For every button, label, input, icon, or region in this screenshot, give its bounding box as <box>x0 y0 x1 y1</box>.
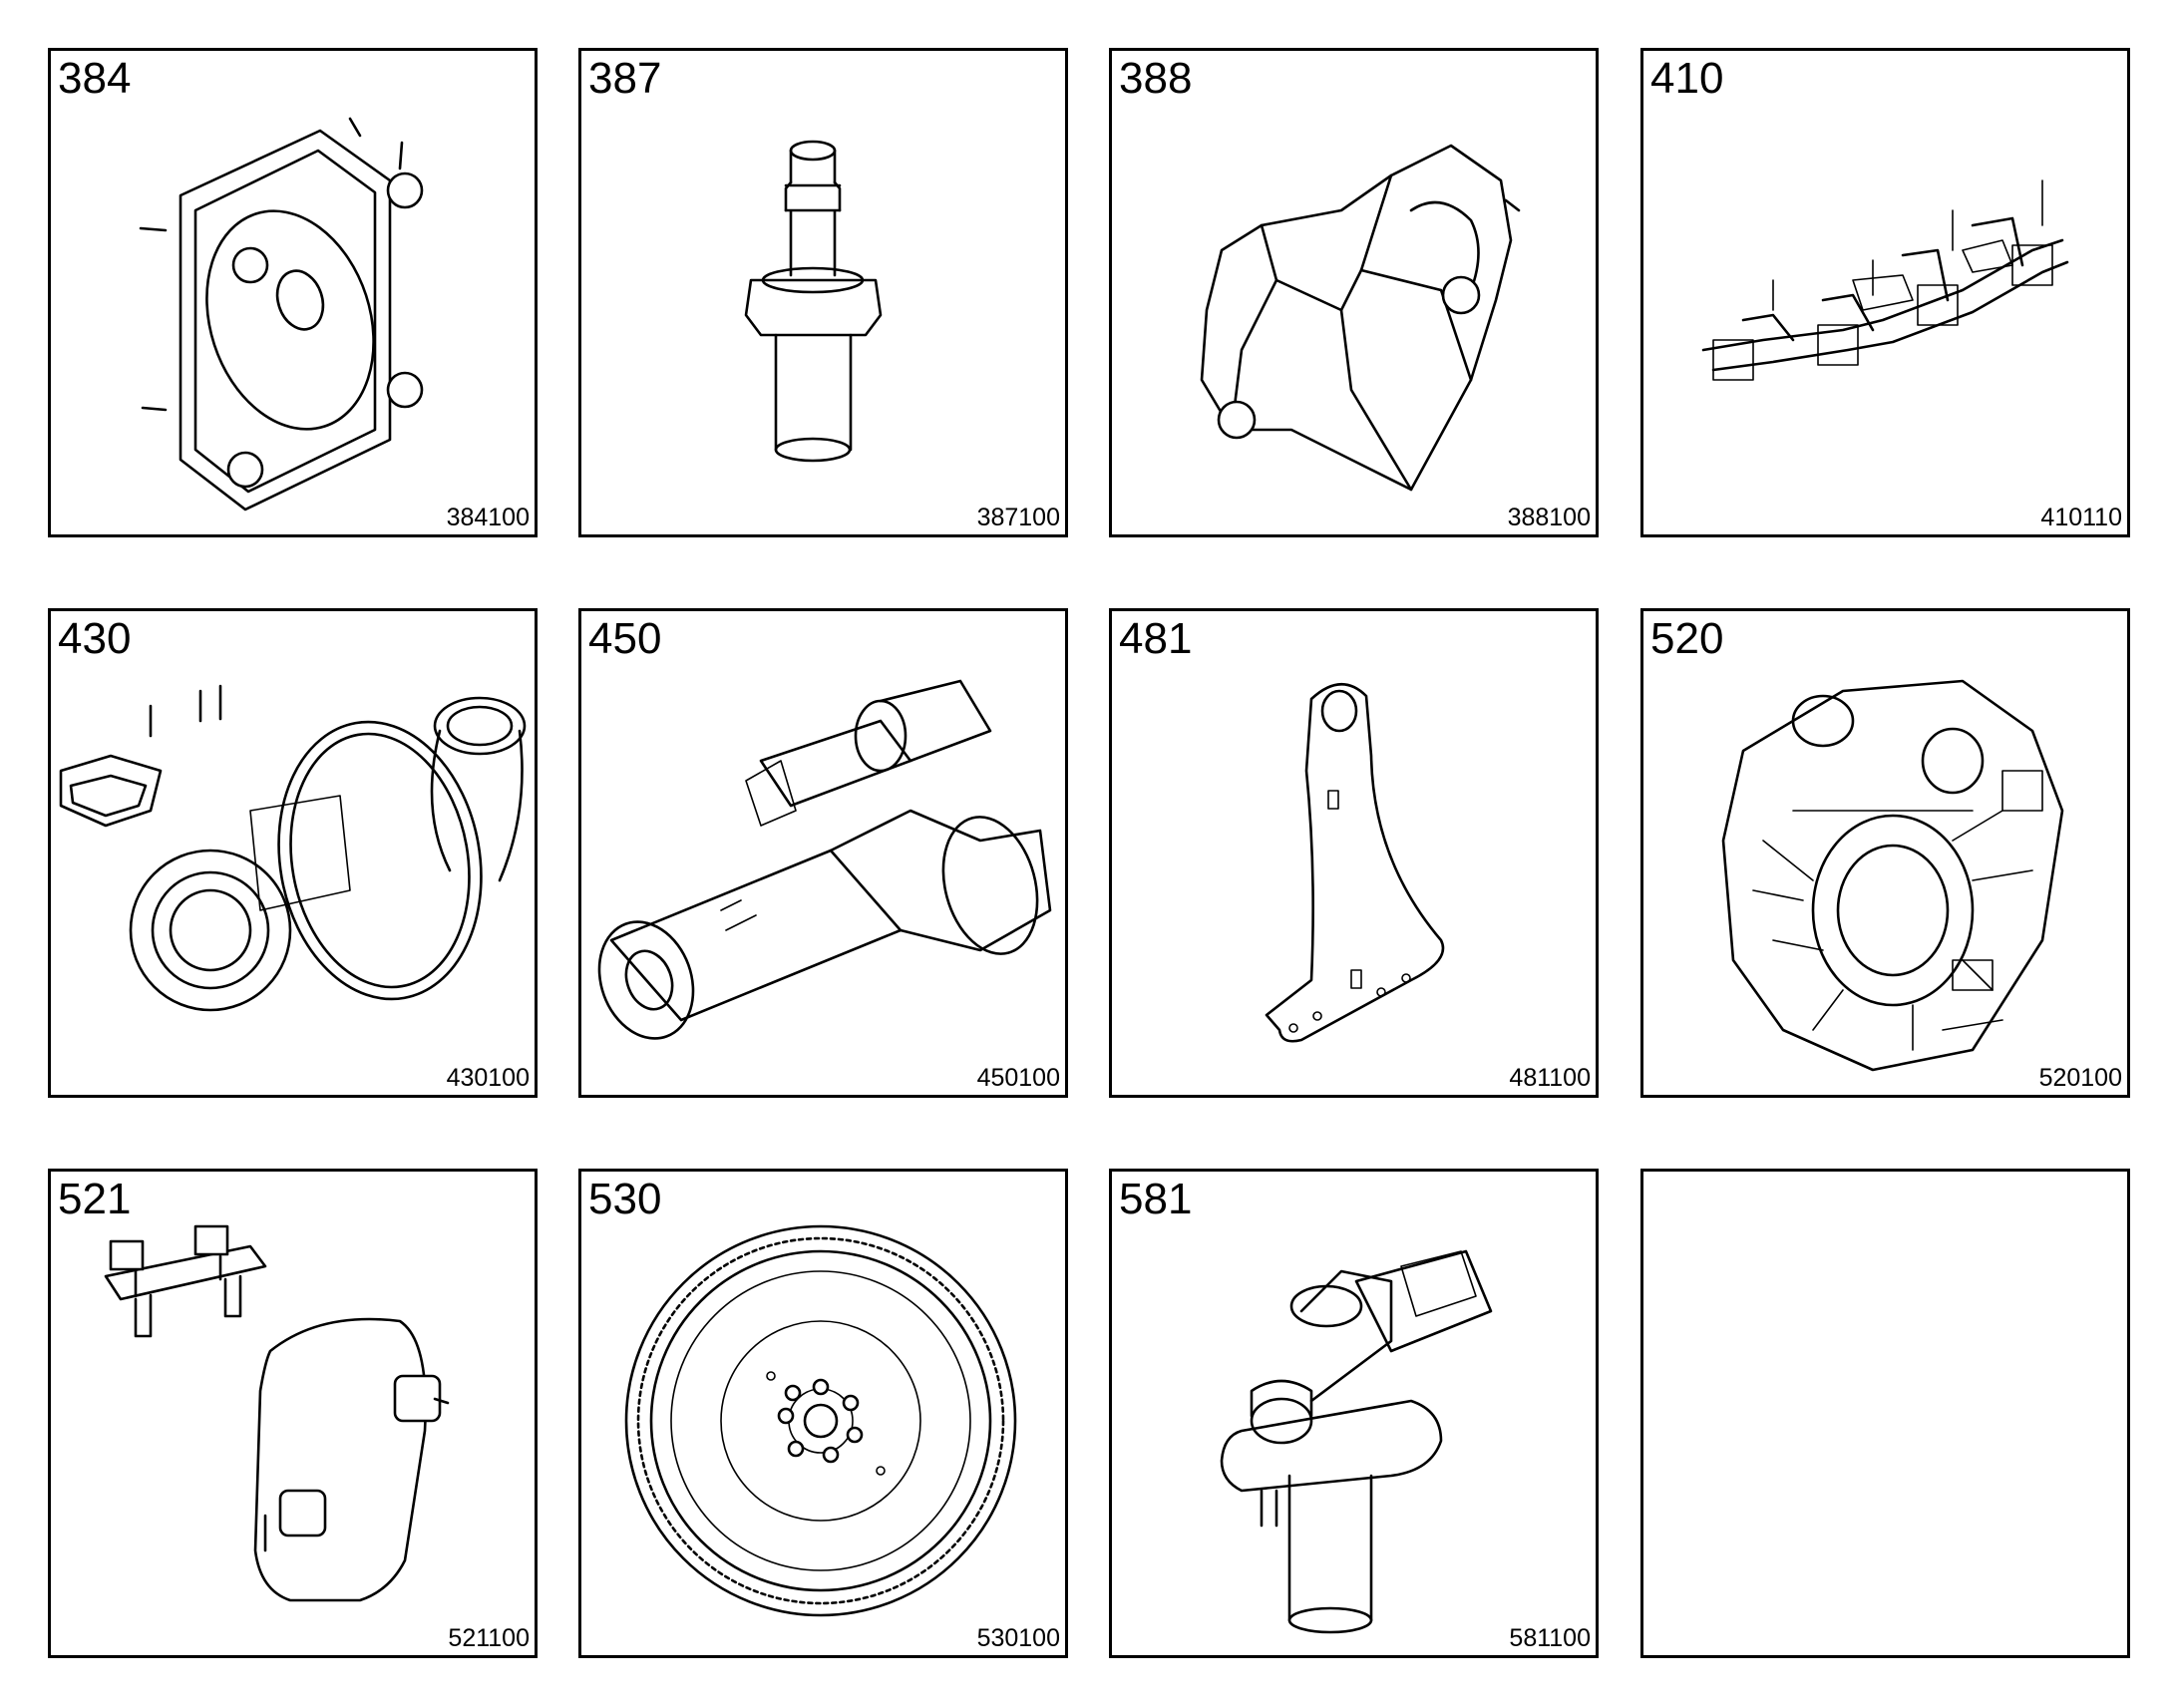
part-code: 521100 <box>448 1624 530 1652</box>
pump-housing-icon <box>1200 144 1521 492</box>
part-tile-581[interactable]: 581 581100 <box>1109 1169 1599 1658</box>
part-number: 410 <box>1650 54 1724 103</box>
part-code: 520100 <box>2038 1064 2122 1092</box>
part-code: 530100 <box>976 1624 1060 1652</box>
part-tile-450[interactable]: 450 450100 <box>578 608 1068 1098</box>
part-tile-410[interactable]: 410 410110 <box>1640 48 2130 537</box>
part-tile-384[interactable]: 384 384100 <box>48 48 538 537</box>
part-number: 530 <box>588 1175 662 1223</box>
part-tile-388[interactable]: 388 388100 <box>1109 48 1599 537</box>
empty-tile <box>1640 1169 2130 1658</box>
part-tile-430[interactable]: 430 430100 <box>48 608 538 1098</box>
part-code: 410110 <box>2040 504 2122 531</box>
part-code: 581100 <box>1509 1624 1591 1652</box>
part-code: 387100 <box>976 504 1060 531</box>
part-number: 384 <box>58 54 132 103</box>
part-number: 481 <box>1119 614 1193 663</box>
part-tile-521[interactable]: 521 521100 <box>48 1169 538 1658</box>
part-number: 388 <box>1119 54 1193 103</box>
part-number: 521 <box>58 1175 132 1223</box>
part-code: 450100 <box>976 1064 1060 1092</box>
part-number: 581 <box>1119 1175 1193 1223</box>
turbocharger-icon <box>59 684 527 1012</box>
part-number: 450 <box>588 614 662 663</box>
part-number: 387 <box>588 54 662 103</box>
starter-motor-icon <box>597 679 1052 1040</box>
part-tile-520[interactable]: 520 520100 <box>1640 608 2130 1098</box>
part-tile-530[interactable]: 530 530100 <box>578 1169 1068 1658</box>
part-tile-387[interactable]: 387 387100 <box>578 48 1068 537</box>
part-tile-481[interactable]: 481 481100 <box>1109 608 1599 1098</box>
part-number: 520 <box>1650 614 1724 663</box>
exhaust-manifold-icon <box>1701 179 2069 381</box>
part-code: 430100 <box>446 1064 530 1092</box>
part-code: 481100 <box>1509 1064 1591 1092</box>
part-code: 384100 <box>446 504 530 531</box>
speed-sensor-icon <box>1220 1249 1493 1634</box>
part-number: 430 <box>58 614 132 663</box>
flywheel-housing-icon <box>1721 679 2064 1072</box>
flywheel-icon <box>624 1224 1017 1617</box>
part-code: 388100 <box>1507 504 1591 531</box>
cover-plate-icon <box>139 117 424 512</box>
hose-connector-icon <box>744 140 883 463</box>
lifting-bracket-icon <box>1265 682 1445 1043</box>
cover-bolts-icon <box>104 1224 450 1602</box>
